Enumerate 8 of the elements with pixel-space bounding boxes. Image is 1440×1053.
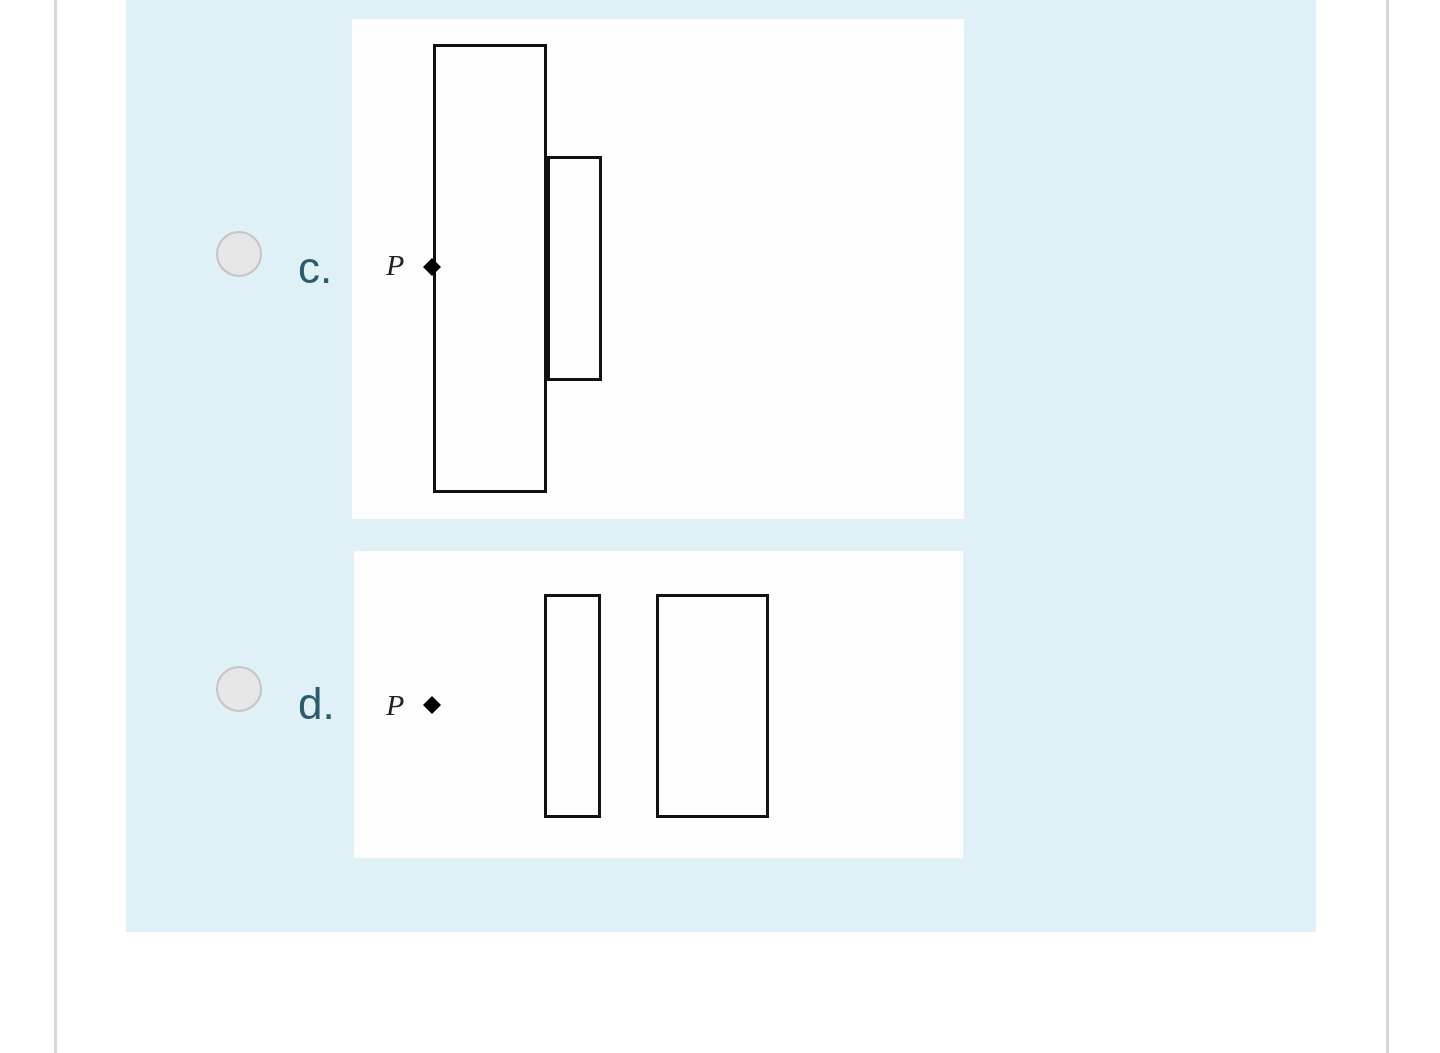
- rectangle: [433, 44, 547, 493]
- rectangle: [547, 156, 602, 381]
- option-letter: d.: [298, 682, 335, 726]
- point-label: P: [386, 690, 405, 720]
- point-label: P: [386, 250, 405, 280]
- rectangle: [656, 594, 769, 818]
- rectangle: [544, 594, 601, 818]
- option-letter: c.: [298, 246, 333, 290]
